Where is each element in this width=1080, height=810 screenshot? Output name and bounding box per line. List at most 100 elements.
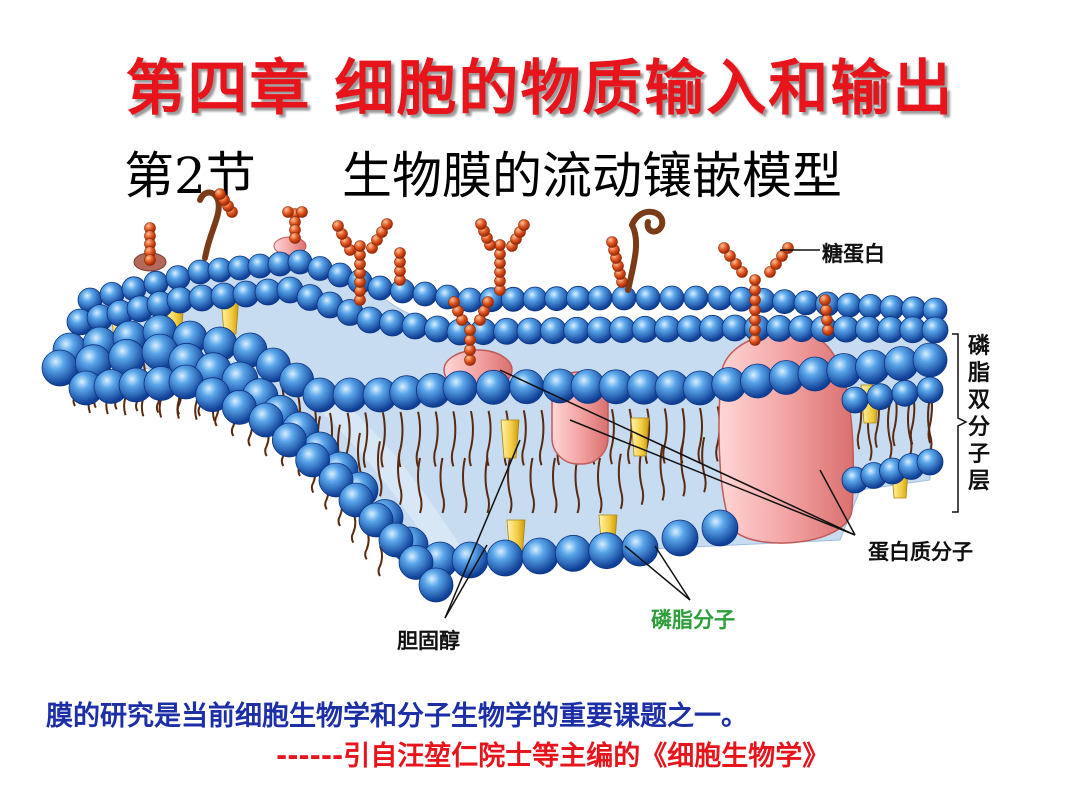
phosphate-head	[521, 537, 559, 575]
phosphate-head	[165, 265, 191, 291]
lipid-tail	[439, 457, 445, 514]
phosphate-head	[367, 275, 393, 301]
sugar-bead	[749, 324, 761, 336]
phosphate-head	[418, 567, 454, 603]
sugar-bead	[296, 206, 308, 218]
lipid-tail	[350, 512, 357, 544]
phosphate-head	[539, 317, 567, 345]
lipid-tail	[887, 402, 893, 459]
phosphate-head	[609, 316, 636, 344]
phosphate-head	[659, 285, 685, 311]
phosphate-head	[793, 290, 819, 316]
sugar-bead	[749, 294, 761, 306]
phosphate-head	[621, 529, 659, 567]
phosphate-head	[271, 422, 307, 458]
sugar-bead	[482, 296, 494, 308]
sugar-bead	[144, 254, 156, 266]
section-title: 生物膜的流动镶嵌模型	[342, 147, 842, 205]
sugar-bead	[736, 266, 748, 278]
lipid-tail	[529, 457, 535, 514]
lipid-tail	[597, 457, 603, 514]
slide-title: 第四章 细胞的物质输入和输出	[125, 54, 955, 124]
phosphate-head	[554, 534, 592, 572]
lipid-tail	[397, 449, 403, 505]
phosphate-head	[841, 386, 869, 414]
phosphate-head	[516, 317, 544, 345]
phosphate-head	[836, 292, 862, 318]
sugar-bead	[749, 284, 761, 296]
phosphate-head	[772, 289, 797, 315]
lipid-tail	[538, 409, 545, 466]
sugar-bead	[464, 334, 476, 346]
sugar-bead	[464, 324, 476, 336]
phosphate-head	[302, 377, 338, 413]
phosphate-head	[424, 315, 451, 343]
sugar-chains	[144, 188, 834, 366]
lipid-tail	[417, 457, 423, 514]
sugar-bead	[464, 344, 476, 356]
lipid-tail	[552, 457, 558, 514]
sugar-bead	[820, 304, 832, 316]
sugar-bead	[394, 247, 406, 259]
phosphate-head	[683, 285, 709, 311]
phosphate-head	[401, 312, 429, 340]
lipid-tail	[362, 412, 369, 468]
sugar-bead	[518, 219, 530, 231]
phosphate-head	[921, 316, 949, 344]
label-cholesterol: 胆固醇	[397, 629, 460, 653]
lipid-tail	[927, 397, 933, 454]
sugar-bead	[214, 188, 226, 200]
label-phospholipid-molecule: 磷脂分子	[651, 608, 735, 632]
phosphate-head	[475, 369, 511, 405]
phosphate-head	[378, 522, 414, 558]
phosphate-head	[332, 377, 368, 413]
section-number: 第2节	[124, 147, 256, 205]
phosphate-head	[522, 286, 548, 312]
lipid-tail	[609, 408, 615, 465]
sugar-bead	[475, 218, 487, 230]
phosphate-head	[509, 369, 545, 405]
sugar-bead	[724, 250, 736, 262]
lipid-tail	[697, 407, 703, 464]
cholesterol-molecule	[500, 419, 520, 459]
lipid-tail	[468, 410, 474, 467]
sugar-bead	[354, 240, 366, 252]
sugar-bead	[282, 206, 294, 218]
sugar-bead	[770, 258, 782, 270]
phosphate-head	[356, 306, 384, 334]
sugar-bead	[749, 304, 761, 316]
sugar-strand-1	[197, 189, 222, 261]
phosphate-head	[248, 402, 284, 438]
phosphate-head	[916, 376, 944, 404]
phosphate-head	[544, 286, 570, 312]
lipid-tail	[462, 457, 468, 514]
sugar-bead	[749, 334, 761, 346]
phosphate-head	[412, 281, 438, 307]
phosphate-head	[879, 295, 905, 321]
footer-quote: 膜的研究是当前细胞生物学和分子生物学的重要课题之一。	[46, 701, 748, 732]
sugar-bead	[819, 294, 831, 306]
sugar-bead	[332, 220, 344, 232]
phosphate-head	[586, 316, 614, 344]
lipid-tail	[521, 410, 527, 466]
phosphate-head	[565, 285, 591, 311]
annotation-lines	[444, 249, 968, 619]
sugar-bead	[606, 236, 618, 248]
phosphate-head	[866, 383, 894, 411]
lipid-tail	[380, 412, 386, 468]
phosphate-head	[858, 293, 883, 319]
sugar-bead	[749, 274, 761, 286]
sugar-bead	[782, 242, 794, 254]
phosphate-head	[635, 285, 661, 311]
phosphate-head	[654, 315, 681, 343]
phosphate-head	[143, 270, 169, 296]
phosphate-head	[676, 315, 704, 343]
sugar-bead	[821, 314, 833, 326]
lipid-tail	[638, 449, 645, 505]
phosphate-head	[563, 316, 591, 344]
label-protein-molecule: 蛋白质分子	[868, 540, 973, 564]
phosphate-heads	[41, 249, 949, 603]
lipid-tail	[397, 411, 404, 468]
